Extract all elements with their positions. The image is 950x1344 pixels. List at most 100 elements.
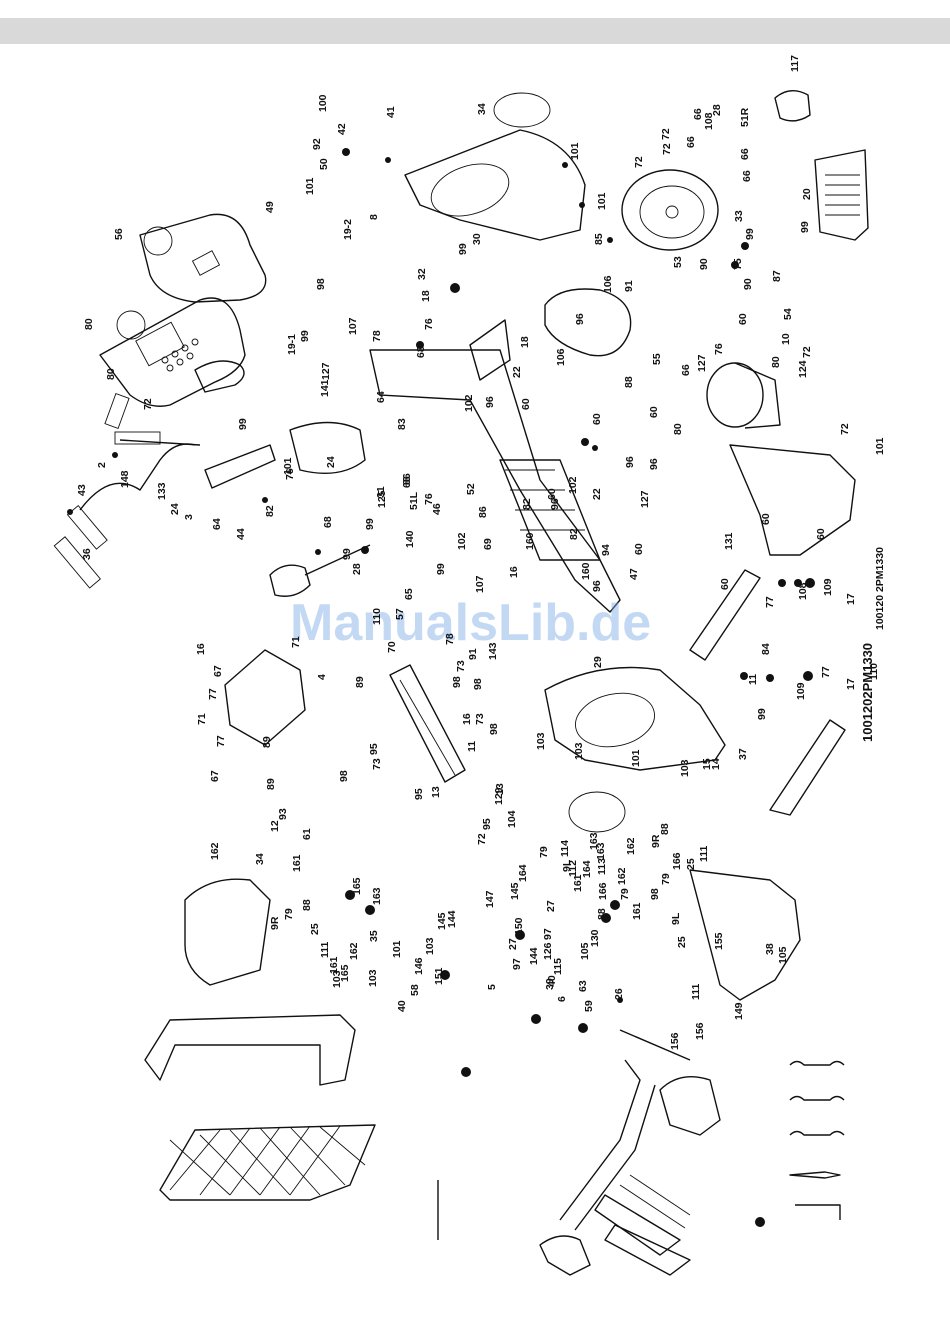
part-number-label: 60 xyxy=(546,488,558,500)
part-number-label: 127 xyxy=(320,362,332,380)
part-number-label: 46 xyxy=(431,503,443,515)
part-number-label: 27 xyxy=(507,938,519,950)
part-number-label: 130 xyxy=(589,929,601,947)
slide-rail-14 xyxy=(389,664,466,783)
part-number-label: 3 xyxy=(183,514,195,520)
part-number-label: 63 xyxy=(577,980,589,992)
part-number-label: 147 xyxy=(484,890,496,908)
side-cover-36 xyxy=(729,444,856,556)
rear-stabilizer-33 xyxy=(814,149,869,241)
part-number-label: 165 xyxy=(339,964,351,982)
part-number-label: 99 xyxy=(299,330,311,342)
part-number-label: 10 xyxy=(780,333,792,345)
part-number-label: 145 xyxy=(509,882,521,900)
part-number-label: 112 xyxy=(567,860,579,877)
part-number-label: 99 xyxy=(744,228,756,240)
part-number-label: 71 xyxy=(290,636,302,648)
part-number-label: 13 xyxy=(494,783,506,795)
part-number-label: 133 xyxy=(156,482,168,500)
part-number-label: 111 xyxy=(319,941,331,958)
part-number-label: 68 xyxy=(415,346,427,358)
part-number-label: 95 xyxy=(368,743,380,755)
part-number-label: 65 xyxy=(403,588,415,600)
part-number-label: 96 xyxy=(484,396,496,408)
part-number-label: 77 xyxy=(820,666,832,678)
part-number-label: 105 xyxy=(579,942,591,960)
part-number-label: 9L xyxy=(670,912,682,925)
part-number-label: 57 xyxy=(394,608,406,620)
part-number-label: 99 xyxy=(756,708,768,720)
part-number-label: 44 xyxy=(235,528,247,540)
part-number-label: 163 xyxy=(371,887,383,905)
drawing-code: 1001202PM1330 xyxy=(860,643,875,742)
part-number-label: 72 xyxy=(839,423,851,435)
part-number-label: 164 xyxy=(581,860,593,878)
part-number-label: 60 xyxy=(633,543,645,555)
part-number-label: 111 xyxy=(698,845,710,862)
part-number-label: 40 xyxy=(546,975,558,987)
part-number-label: 103 xyxy=(331,970,343,988)
part-number-label: 60 xyxy=(760,513,772,525)
part-number-label: 11 xyxy=(747,674,759,685)
part-number-label: 86 xyxy=(401,473,413,485)
part-number-label: 79 xyxy=(283,908,295,920)
part-number-label: 58 xyxy=(409,984,421,996)
part-number-label: 98 xyxy=(649,888,661,900)
part-number-label: 146 xyxy=(413,957,425,975)
part-number-label: 165 xyxy=(351,877,363,895)
part-number-label: 100120 2PM1330 xyxy=(874,547,886,630)
part-number-label: 103 xyxy=(367,969,379,987)
part-number-label: 102 xyxy=(456,532,468,550)
part-number-label: 59 xyxy=(583,1000,595,1012)
part-number-label: 35 xyxy=(368,930,380,942)
part-number-label: 96 xyxy=(549,498,561,510)
part-number-label: 39 xyxy=(544,978,556,990)
part-number-label: 43 xyxy=(76,484,88,496)
part-number-label: 88 xyxy=(596,908,608,920)
part-number-label: 16 xyxy=(461,713,473,725)
part-number-label: 33 xyxy=(733,210,745,222)
part-number-label: 41 xyxy=(385,106,397,118)
fasteners xyxy=(67,148,815,1227)
part-number-label: 102 xyxy=(463,394,475,412)
part-number-label: 97 xyxy=(511,958,523,970)
part-number-label: 101 xyxy=(304,177,316,195)
part-number-label: 60 xyxy=(737,313,749,325)
part-number-label: 31 xyxy=(375,486,387,498)
part-number-label: 161 xyxy=(631,902,643,920)
part-number-label: 55 xyxy=(651,353,663,365)
part-number-label: 72 xyxy=(476,833,488,845)
part-number-label: 16 xyxy=(508,566,520,578)
part-number-label: 111 xyxy=(690,983,702,1000)
part-number-label: 80 xyxy=(83,318,95,330)
part-number-label: 66 xyxy=(692,108,704,120)
top-cover-30 xyxy=(404,92,586,241)
part-number-label: 85 xyxy=(593,233,605,245)
part-number-label: 78 xyxy=(444,633,456,645)
rod-58 xyxy=(619,1029,691,1061)
part-number-label: 26 xyxy=(613,988,625,1000)
part-number-label: 144 xyxy=(528,947,540,965)
pedal-51L xyxy=(269,544,371,597)
part-number-label: 156 xyxy=(669,1032,681,1050)
part-number-label: 108 xyxy=(703,112,715,130)
part-number-label: 67 xyxy=(212,665,224,677)
part-number-label: 150 xyxy=(513,917,525,935)
stem-2 xyxy=(204,444,276,489)
part-number-label: 32 xyxy=(416,268,428,280)
part-number-label: 84 xyxy=(760,643,772,655)
part-number-label: 40 xyxy=(396,1000,408,1012)
part-number-label: 24 xyxy=(169,503,181,515)
part-number-label: 25 xyxy=(309,923,321,935)
part-number-label: 72 xyxy=(801,346,813,358)
part-number-label: 92 xyxy=(311,138,323,150)
part-number-label: 28 xyxy=(711,104,723,116)
part-number-label: 25 xyxy=(676,936,688,948)
part-number-label: 15 xyxy=(701,758,713,770)
front-tube-6 xyxy=(559,1059,656,1231)
handlebar-3 xyxy=(53,392,201,589)
part-number-label: 71 xyxy=(196,713,208,725)
part-number-label: 98 xyxy=(472,678,484,690)
part-number-label: 109 xyxy=(795,682,807,700)
part-number-label: 129 xyxy=(493,787,505,805)
